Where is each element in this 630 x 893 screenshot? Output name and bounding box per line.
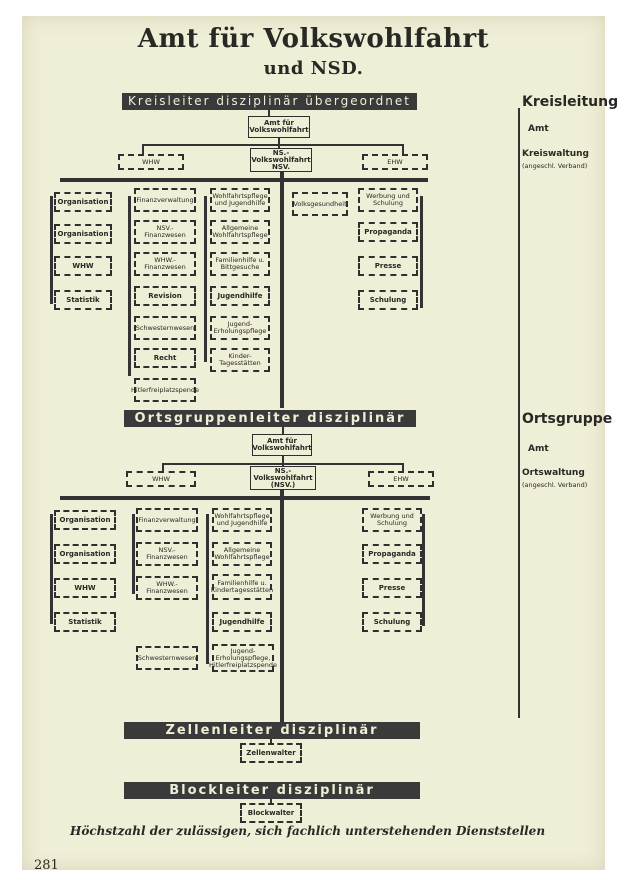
bar-blockleiter: Blockleiter disziplinär übergeordnet [124, 782, 420, 815]
orts-col2-item-1: Finanzverwaltung [136, 508, 198, 532]
orts-col3-item-5: Jugend-Erholungspflege, Hitlerfreiplatzs… [209, 644, 277, 672]
label-kreiswaltung-note: (angeschl. Verband) [522, 162, 588, 170]
kreis-col4-item-1: Volksgesundheit [292, 192, 348, 216]
orts-amt-box: Amt für Volkswohlfahrt [252, 434, 312, 456]
connector [278, 138, 280, 148]
kreis-col5-item-3: Presse [358, 256, 418, 276]
bar-kreisleiter: Kreisleiter disziplinär übergeordnet [122, 93, 417, 110]
orts-col3-item-2: Allgemeine Wohlfahrtspflege [212, 542, 272, 566]
orts-col5-item-3: Presse [362, 578, 422, 598]
label-ortswaltung: Ortswaltung [522, 468, 585, 478]
bar-zellenleiter: Zellenleiter disziplinär übergeordnet [124, 722, 420, 755]
orts-col2-item-3: WHW.-Finanzwesen [136, 576, 198, 600]
orts-ehw-box: EHW [368, 471, 434, 487]
connector [162, 463, 402, 465]
label-ortswaltung-note: (angeschl. Verband) [522, 481, 588, 489]
orts-col3-item-3: Familienhilfe u. Kindertagesstätten [211, 574, 273, 600]
kreis-col3-item-4: Jugendhilfe [210, 286, 270, 306]
label-amt-kreis: Amt [528, 124, 549, 134]
kreis-col5-item-4: Schulung [358, 290, 418, 310]
kreis-nsv-box: NS.-Volkswohlfahrt NSV. [250, 148, 312, 172]
kreis-col1-item-4: Statistik [54, 290, 112, 310]
orts-col5-item-4: Schulung [362, 612, 422, 632]
kreis-col3-item-2: Allgemeine Wohlfahrtspflege [210, 220, 270, 244]
connector [132, 514, 135, 594]
kreis-col2-item-3: WHW.-Finanzwesen [134, 252, 196, 276]
kreis-col2-item-6: Recht [134, 348, 196, 368]
orts-col1-item-1: Organisation [54, 510, 116, 530]
footer-note: Höchstzahl der zulässigen, sich fachlich… [70, 824, 546, 838]
zellenwalter-box: Zellenwalter [240, 743, 302, 763]
kreis-branch-line [60, 178, 428, 182]
kreis-ehw-box: EHW [362, 154, 428, 170]
orts-col1-item-3: WHW [54, 578, 116, 598]
kreis-whw-box: WHW [118, 154, 184, 170]
connector [420, 196, 423, 308]
kreis-col2-item-1: Finanzverwaltung [134, 188, 196, 212]
connector [268, 110, 270, 116]
connector [204, 196, 207, 362]
kreis-col2-item-7: Hitlerfreiplatzspende [131, 378, 199, 402]
orts-col2-item-4: Schwesternwesen [136, 646, 198, 670]
connector [50, 196, 53, 304]
orts-col2-item-2: NSV.-Finanzwesen [136, 542, 198, 566]
page-sheet: Amt für Volkswohlfahrt und NSD. Kreislei… [22, 16, 618, 870]
kreis-col1-item-1: Organisation [54, 192, 112, 212]
kreis-col2-item-4: Revision [134, 286, 196, 306]
connector [128, 196, 131, 376]
kreis-col3-item-6: Kinder-Tagesstätten [210, 348, 270, 372]
orts-col5-item-2: Propaganda [362, 544, 422, 564]
connector [422, 514, 425, 626]
right-divider [518, 108, 520, 718]
main-trunk [280, 172, 284, 408]
kreis-col1-item-3: WHW [54, 256, 112, 276]
connector [162, 463, 164, 471]
connector [50, 514, 53, 624]
orts-col1-item-4: Statistik [54, 612, 116, 632]
label-ortsgruppe: Ortsgruppe [522, 411, 613, 427]
kreis-col5-item-1: Werbung und Schulung [358, 188, 418, 212]
connector [206, 514, 209, 664]
orts-col3-item-4: Jugendhilfe [212, 612, 272, 632]
kreis-col5-item-2: Propaganda [358, 222, 418, 242]
orts-branch-line [60, 496, 430, 500]
page-number: 281 [34, 858, 59, 873]
connector [402, 463, 404, 471]
orts-col5-item-1: Werbung und Schulung [362, 508, 422, 532]
diagram-title: Amt für Volkswohlfahrt [137, 24, 490, 54]
kreis-col3-item-5: Jugend-Erholungspflege [210, 316, 270, 340]
kreis-col2-item-5: Schwesternwesen [134, 316, 196, 340]
orts-nsv-box: NS.-Volkswohlfahrt (NSV.) [250, 466, 316, 490]
orts-col3-item-1: Wohlfahrtspflege und Jugendhilfe [212, 508, 272, 532]
main-trunk-lower [280, 490, 284, 722]
blockwalter-box: Blockwalter [240, 803, 302, 823]
connector [142, 144, 402, 146]
label-amt-orts: Amt [528, 444, 549, 454]
kreis-col1-item-2: Organisation [54, 224, 112, 244]
connector [142, 144, 144, 154]
orts-col1-item-2: Organisation [54, 544, 116, 564]
connector [282, 456, 284, 466]
connector [270, 739, 272, 744]
connector [282, 427, 284, 435]
orts-whw-box: WHW [126, 471, 196, 487]
kreis-col2-item-2: NSV.-Finanzwesen [134, 220, 196, 244]
kreis-col3-item-1: Wohlfahrtspflege und Jugendhilfe [210, 188, 270, 212]
connector [270, 799, 272, 804]
connector [402, 144, 404, 154]
kreis-col3-item-3: Familienhilfe u. Bittgesuche [210, 252, 270, 276]
bar-ortsgruppenleiter: Ortsgruppenleiter disziplinär übergeordn… [124, 410, 416, 443]
diagram-subtitle: und NSD. [263, 58, 364, 79]
label-kreiswaltung: Kreiswaltung [522, 149, 589, 159]
kreis-amt-box: Amt für Volkswohlfahrt [248, 116, 310, 138]
label-kreisleitung: Kreisleitung [522, 94, 619, 110]
